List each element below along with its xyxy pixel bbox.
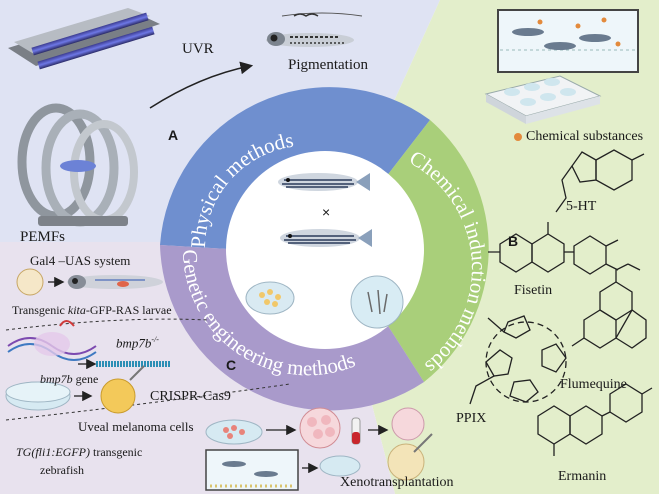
tumor-cells-magnified [299, 407, 341, 449]
transgenic-suffix: -GFP-RAS larvae [85, 303, 172, 317]
bmp7b-gene-name: bmp7b [40, 372, 73, 386]
embryo-flask [100, 365, 145, 414]
uveal-melanoma-label: Uveal melanoma cells [78, 419, 194, 434]
uvr-label: UVR [182, 41, 214, 57]
pemfs-label: PEMFs [20, 229, 66, 245]
transgenic-prefix: Transgenic [12, 303, 68, 317]
center-fish-bottom [280, 229, 372, 247]
fisetin-structure [488, 222, 619, 275]
ppix-label: PPIX [456, 411, 487, 426]
pemf-coils [17, 103, 138, 227]
chemical-substances-label: Chemical substances [526, 129, 644, 144]
panel-label-c: C [226, 357, 237, 373]
fisetin-label: Fisetin [514, 283, 553, 298]
bmp7b-gene-label: bmp7b gene [40, 373, 98, 385]
petri-dish-crispr [5, 381, 71, 411]
center-petri-eggs [245, 281, 295, 315]
flumequine-structure [571, 263, 647, 349]
zebrafish-label: zebrafish [40, 463, 84, 477]
fish-tank [497, 9, 639, 73]
serotonin-label: 5-HT [566, 199, 597, 214]
gal4-uas-label: Gal4 –UAS system [30, 253, 131, 268]
tg-fli1-suffix: transgenic [90, 445, 143, 459]
transplant-dish [387, 407, 433, 481]
pigmentation-arrow [149, 61, 254, 109]
tg-fli1-label: TG(fli1:EGFP) transgenic [16, 446, 142, 458]
zebrafish-tank [205, 449, 299, 491]
zebrafish-egg [16, 268, 44, 296]
flumequine-label: Flumequine [560, 377, 627, 392]
ring-genetic-segment [160, 245, 424, 411]
tg-fli1-line: TG(fli1:EGFP) [16, 445, 90, 459]
serotonin-structure [555, 149, 645, 213]
crispr-label: CRISPR-Cas9 [150, 389, 231, 404]
bmp7b-gene-suffix: gene [72, 372, 99, 386]
center-fish-top [278, 173, 370, 191]
genetic-divider-2 [5, 383, 291, 421]
panel-label-b: B [508, 233, 519, 249]
genetic-divider-1 [5, 318, 209, 331]
ring-chemical-segment [383, 120, 489, 382]
ermanin-structure [537, 383, 653, 456]
bmp7b-mutant-sup: -/- [151, 335, 159, 344]
panel-label-a: A [168, 127, 179, 143]
substance-dot-icon [514, 133, 522, 141]
larvae-dish-top [281, 12, 363, 17]
bmp7b-mutant-label: bmp7b-/- [116, 335, 159, 351]
kita-gene-name: kita [67, 303, 86, 317]
ppix-structure [469, 315, 567, 405]
crispr-dna-complex [7, 320, 97, 361]
center-petri-larvae [350, 275, 404, 329]
embryo-dish [319, 455, 361, 477]
well-plate [484, 75, 602, 124]
sample-tube [351, 417, 361, 445]
cross-symbol: × [322, 204, 331, 220]
pigmentation-label: Pigmentation [288, 57, 368, 73]
xenotransplantation-label: Xenotransplantation [340, 475, 454, 490]
uv-lamp [8, 8, 160, 70]
ring-physical-segment [160, 87, 430, 249]
pigmented-larva [266, 32, 354, 47]
bmp7b-mutant-name: bmp7b [116, 335, 152, 351]
transgenic-kita-label: Transgenic kita-GFP-RAS larvae [12, 304, 172, 316]
ermanin-label: Ermanin [558, 469, 607, 484]
cell-dish [205, 419, 263, 445]
gfp-larva [67, 275, 163, 289]
